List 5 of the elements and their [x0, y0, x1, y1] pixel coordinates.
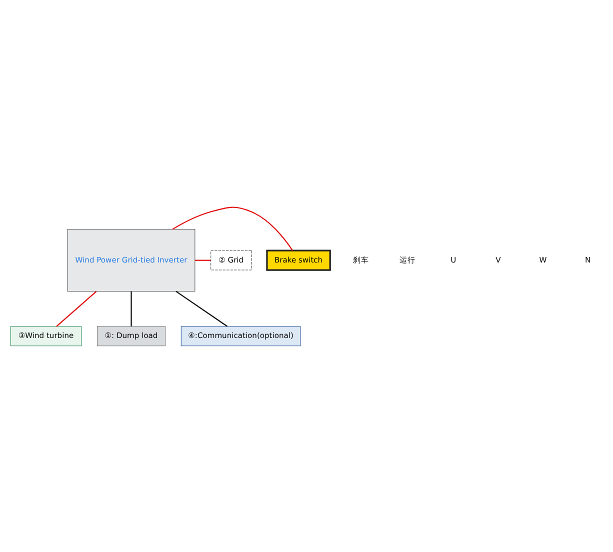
connector	[176, 290, 228, 326]
connector	[172, 206, 293, 250]
connector	[130, 290, 132, 326]
connector	[56, 290, 97, 326]
connector	[195, 259, 211, 260]
